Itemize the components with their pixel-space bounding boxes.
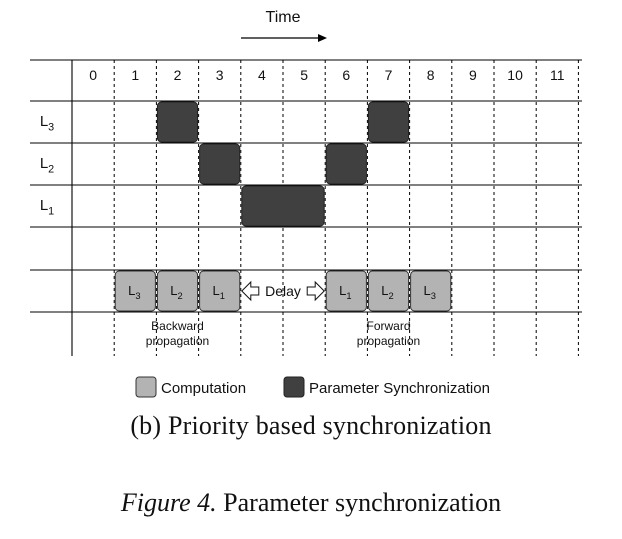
figure-label: Figure 4. — [120, 488, 217, 517]
legend-sync-label: Parameter Synchronization — [309, 380, 490, 397]
computation-block — [156, 270, 199, 312]
computation-block-label: L2 — [170, 283, 182, 301]
computation-block — [367, 270, 410, 312]
row-label: L3 — [40, 113, 54, 134]
column-label: 10 — [507, 67, 523, 83]
computation-block-label: L1 — [212, 283, 224, 301]
legend-computation-label: Computation — [161, 380, 246, 397]
figure-title: Parameter synchronization — [223, 488, 502, 517]
row-label: L1 — [40, 197, 54, 218]
forward-label-line2: propagation — [357, 334, 420, 348]
time-arrow-head — [318, 34, 327, 42]
sync-block — [241, 185, 325, 227]
column-label: 0 — [89, 67, 97, 83]
computation-block — [199, 270, 241, 312]
column-label: 11 — [550, 67, 565, 83]
figure-caption: Figure 4. Parameter synchronization — [0, 488, 622, 518]
column-label: 5 — [300, 67, 308, 83]
computation-block — [410, 270, 452, 312]
backward-label-line1: Backward — [151, 319, 204, 333]
column-label: 1 — [131, 67, 139, 83]
column-label: 2 — [174, 67, 182, 83]
sync-block — [156, 101, 199, 143]
computation-block-label: L3 — [423, 283, 435, 301]
timeline-grid — [30, 34, 582, 356]
column-label: 3 — [216, 67, 224, 83]
subcaption: (b) Priority based synchronization — [130, 411, 492, 440]
column-label: 4 — [258, 67, 266, 83]
computation-block — [325, 270, 367, 312]
computation-block-label: L2 — [381, 283, 393, 301]
computation-block-label: L3 — [128, 283, 140, 301]
computation-block-label: L1 — [339, 283, 351, 301]
sync-block — [367, 101, 410, 143]
backward-label-line2: propagation — [146, 334, 209, 348]
delay-arrow-right — [306, 280, 325, 302]
row-label: L2 — [40, 155, 54, 176]
sync-block — [325, 143, 367, 185]
column-label: 8 — [427, 67, 435, 83]
computation-block — [114, 270, 156, 312]
column-label: 6 — [342, 67, 350, 83]
legend-sync-swatch — [283, 376, 305, 398]
sync-block — [199, 143, 241, 185]
forward-label-line1: Forward — [366, 319, 410, 333]
column-label: 9 — [469, 67, 477, 83]
time-label: Time — [266, 9, 301, 26]
legend-computation-swatch — [135, 376, 157, 398]
delay-label: Delay — [265, 283, 301, 299]
column-label: 7 — [385, 67, 393, 83]
timeline-blocks — [114, 101, 452, 398]
delay-arrow-left — [241, 280, 260, 302]
